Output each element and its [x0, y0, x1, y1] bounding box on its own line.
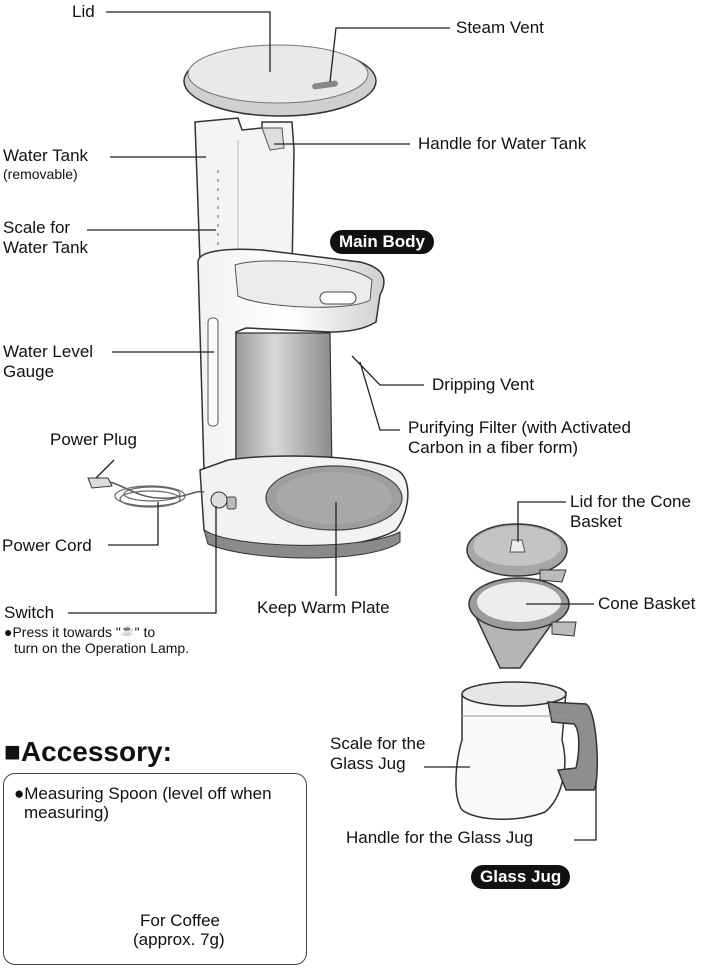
glass-jug-part	[455, 681, 598, 820]
scale-water-tank-label-2: Water Tank	[3, 238, 89, 257]
accessory-item-line-1: ●Measuring Spoon (level off when	[14, 784, 272, 803]
steam-vent-label: Steam Vent	[456, 18, 544, 37]
dripping-vent-label: Dripping Vent	[432, 375, 535, 394]
lid-cone-label-2: Basket	[570, 512, 622, 531]
keep-warm-plate-label: Keep Warm Plate	[257, 598, 390, 617]
accessory-box	[3, 773, 307, 965]
power-plug-label: Power Plug	[50, 430, 137, 449]
accessory-title: ■Accessory:	[4, 736, 172, 767]
switch-note-start: ●Press it towards "	[4, 624, 121, 640]
water-tank-note: (removable)	[3, 166, 78, 182]
glass-jug-badge: Glass Jug	[471, 865, 571, 889]
switch-note-line-1: ●Press it towards "☕" to	[4, 624, 155, 640]
purifying-filter-label-1: Purifying Filter (with Activated	[408, 418, 631, 437]
lid-label: Lid	[72, 2, 95, 21]
scale-water-tank-label-1: Scale for	[3, 218, 71, 237]
switch-note-end: " to	[134, 624, 156, 640]
switch-note-line-2: turn on the Operation Lamp.	[14, 640, 190, 656]
cup-steam-icon: ☕	[120, 625, 135, 637]
coffee-label-1: For Coffee	[140, 911, 221, 930]
purifying-filter-label-2: Carbon in a fiber form)	[408, 438, 579, 457]
accessory-item-line-2: measuring)	[24, 803, 110, 822]
main-body-badge: Main Body	[330, 230, 434, 254]
scale-jug-label-1: Scale for the	[330, 734, 426, 753]
power-cord-part	[87, 477, 205, 508]
leader-lines	[68, 11, 597, 910]
water-level-label-2: Gauge	[3, 362, 55, 381]
cone-basket-part	[468, 577, 577, 669]
lid-part	[183, 44, 377, 117]
cone-basket-label: Cone Basket	[598, 594, 696, 613]
lid-cone-label-1: Lid for the Cone	[570, 492, 691, 511]
switch-label: Switch	[4, 603, 55, 622]
handle-water-tank-label: Handle for Water Tank	[418, 134, 587, 153]
coffee-label-2: (approx. 7g)	[133, 930, 225, 949]
scale-jug-label-2: Glass Jug	[330, 754, 406, 773]
power-cord-label: Power Cord	[2, 536, 92, 555]
main-body-part	[197, 248, 409, 559]
water-tank-label: Water Tank	[3, 146, 89, 165]
water-level-label-1: Water Level	[3, 342, 94, 361]
cone-lid-part	[466, 523, 568, 583]
handle-jug-label: Handle for the Glass Jug	[346, 828, 534, 847]
